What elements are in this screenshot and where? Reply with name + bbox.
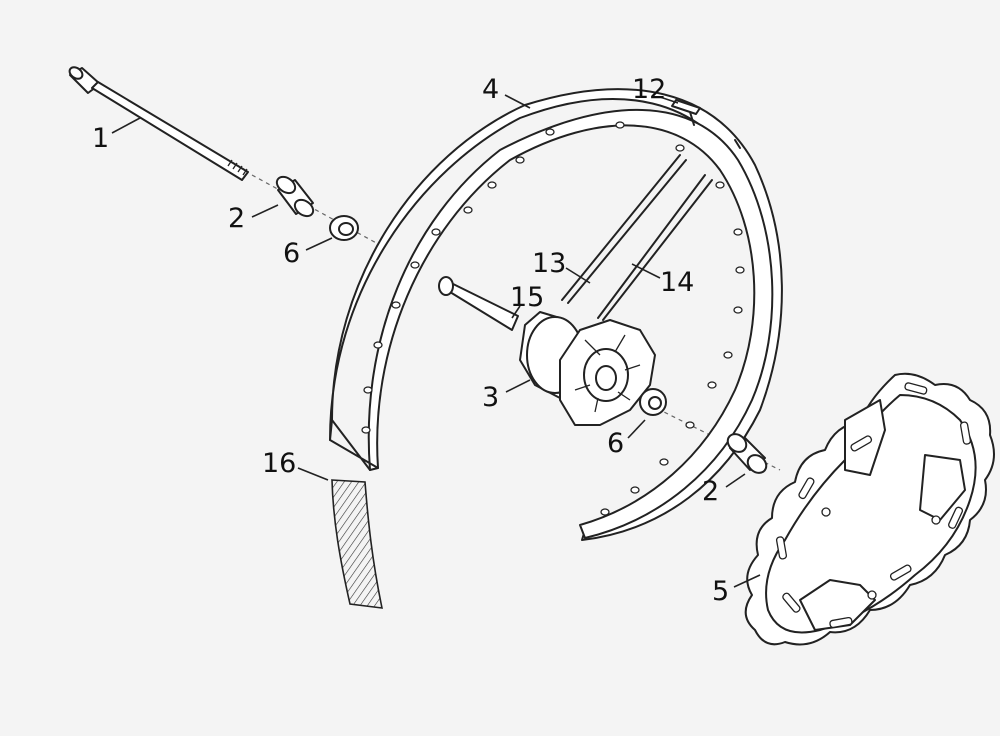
hub-part-3: [519, 311, 656, 426]
hub-tube-part-15: [438, 276, 519, 331]
brake-disc-slots: [775, 382, 972, 629]
spokes-part-13-14: [561, 154, 713, 321]
callout-6-right: 6: [607, 428, 624, 459]
callout-labels: 1 2 6 4 12 13 14 15 3 6 2 16 5: [92, 74, 729, 607]
leader-lines: [111, 94, 761, 588]
callout-13: 13: [532, 248, 566, 279]
callout-5: 5: [712, 576, 729, 607]
callout-12: 12: [632, 74, 666, 105]
rim-part-4: [329, 88, 783, 541]
axle-part-1: [68, 66, 249, 181]
callout-3: 3: [482, 382, 499, 413]
rim-spoke-holes: [361, 121, 745, 516]
callout-1: 1: [92, 123, 109, 154]
callout-2-left: 2: [228, 203, 245, 234]
spacer-part-2-left: [275, 175, 315, 218]
callout-16: 16: [262, 448, 296, 479]
spacer-part-2-right: [726, 433, 768, 474]
callout-14: 14: [660, 267, 694, 298]
rim-tape-part-16: [331, 479, 384, 609]
brake-disc-part-5: [744, 372, 995, 646]
bearing-part-6-right: [639, 388, 667, 416]
nipple-part-12: [671, 99, 741, 149]
callout-2-right: 2: [702, 476, 719, 507]
bearing-part-6-left: [329, 215, 359, 241]
callout-4: 4: [482, 74, 499, 105]
callout-6-left: 6: [283, 238, 300, 269]
callout-15: 15: [510, 282, 544, 313]
